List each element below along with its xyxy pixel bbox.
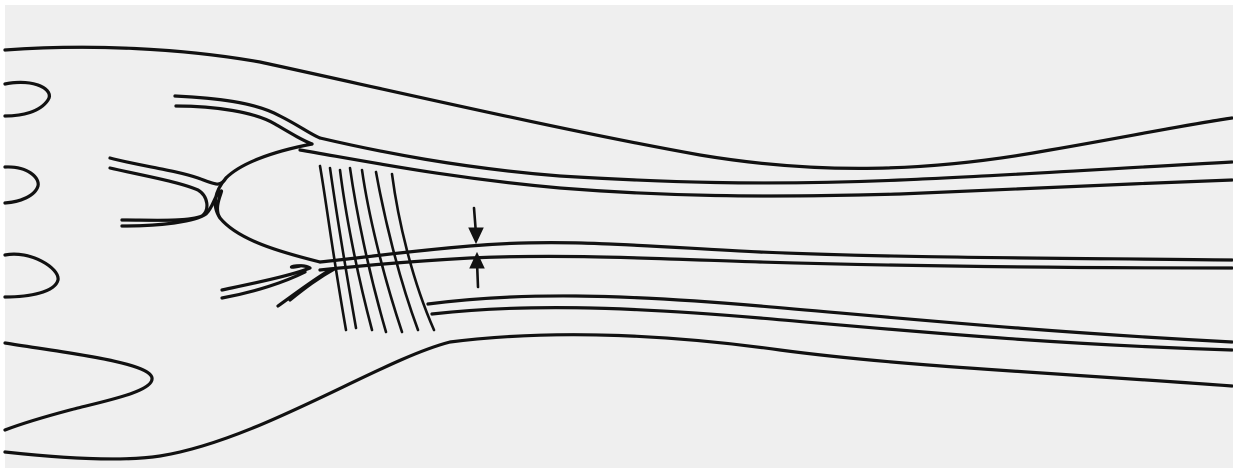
forearm-outline-top [5,47,1232,168]
mid-vessel-bottom-arm [122,191,320,262]
upper-vein-branch-top [175,96,320,138]
upper-vein-branch-top-inner [176,106,312,144]
finger-tip-3 [5,254,58,297]
arrow-down-head [469,228,483,243]
hatch-line-3 [340,170,372,330]
forearm-outline-bottom [5,335,1232,459]
upper-vein-main-trunk-inner [300,150,1232,196]
finger-tip-4 [5,343,152,430]
mid-vessel-upper-arm [110,144,312,184]
arrow-up-head [470,253,484,268]
finger-tip-2 [5,167,38,203]
finger-tip-1 [5,82,49,116]
lower-vessel-lower-wall [432,308,1232,350]
